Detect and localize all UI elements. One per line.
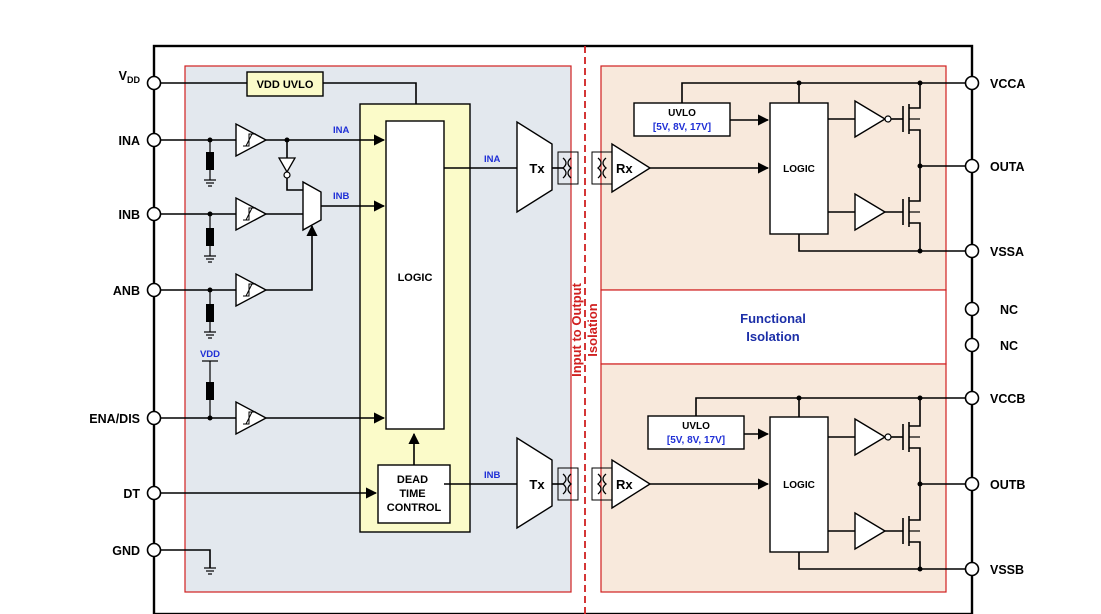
functional-isolation-line1: Functional: [740, 311, 806, 326]
uvlo-b-title: UVLO: [682, 421, 710, 432]
pin-outa: OUTA: [964, 158, 1025, 174]
out-ina-label: INA: [484, 154, 501, 165]
tx-b-label: Tx: [529, 477, 545, 492]
pin-inb: INB: [118, 206, 162, 222]
input-logic-label: LOGIC: [398, 272, 433, 284]
pin-gnd-label: GND: [112, 544, 140, 558]
mosfet-b-high: [902, 398, 921, 484]
ina-signal-label: INA: [333, 125, 350, 136]
svg-text:VDD: VDD: [119, 69, 141, 85]
logic-b-block: [769, 416, 829, 553]
pin-nc-2-label: NC: [1000, 339, 1018, 353]
tx-a-label: Tx: [529, 161, 545, 176]
mosfet-a-low: [902, 166, 921, 251]
ena-schmitt-buffer: [235, 400, 268, 436]
pin-vssa: VSSA: [964, 243, 1024, 259]
functional-isolation-region: [600, 289, 947, 365]
dead-time-line1: DEAD: [397, 474, 428, 486]
uvlo-b-block: [647, 415, 745, 450]
pin-vcca: VCCA: [964, 75, 1025, 91]
pin-vccb: VCCB: [964, 390, 1025, 406]
pin-vssb-label: VSSB: [990, 563, 1024, 577]
pin-dt: DT: [123, 485, 162, 501]
dead-time-control-block: [377, 464, 451, 524]
pin-ena-dis: ENA/DIS: [89, 410, 162, 426]
rx-b-label: Rx: [616, 477, 633, 492]
anb-schmitt-buffer: [235, 272, 268, 308]
pin-nc-1: NC: [964, 301, 1018, 317]
uvlo-a-values: [5V, 8V, 17V]: [653, 122, 711, 133]
svg-text:DEAD TIME CONTROL: DEAD TIME CONTROL: [387, 474, 442, 514]
pin-ina-label: INA: [118, 134, 140, 148]
rx-a-label: Rx: [616, 161, 633, 176]
input-logic-block: [385, 120, 445, 430]
pin-vdd-subscript: DD: [127, 75, 140, 85]
pin-vcca-label: VCCA: [990, 77, 1025, 91]
inb-schmitt-buffer: [235, 196, 268, 232]
uvlo-b-values: [5V, 8V, 17V]: [667, 435, 725, 446]
out-inb-label: INB: [484, 470, 501, 481]
dead-time-line3: CONTROL: [387, 502, 442, 514]
inb-mux: [302, 180, 322, 232]
pin-outb-label: OUTB: [990, 478, 1025, 492]
pin-nc-2: NC: [964, 337, 1018, 353]
tx-a-block: [516, 120, 553, 214]
logic-b-label: LOGIC: [783, 480, 815, 491]
mosfet-a-high: [902, 83, 921, 166]
pin-dt-label: DT: [123, 487, 140, 501]
barrier-label-line1: Input to Output: [569, 282, 584, 377]
pin-outb: OUTB: [964, 476, 1025, 492]
barrier-label-line2: Isolation: [585, 303, 600, 357]
functional-isolation-line2: Isolation: [746, 329, 800, 344]
rx-b-block: [611, 458, 652, 510]
pin-inb-label: INB: [118, 208, 140, 222]
ina-schmitt-buffer: [235, 122, 268, 158]
pin-vssa-label: VSSA: [990, 245, 1024, 259]
pin-vccb-label: VCCB: [990, 392, 1025, 406]
pin-outa-label: OUTA: [990, 160, 1025, 174]
pin-gnd: GND: [112, 542, 162, 558]
pin-ena-dis-label: ENA/DIS: [89, 412, 140, 426]
vdd-uvlo-block: [246, 71, 324, 97]
rx-a-block: [611, 142, 652, 194]
pin-anb-label: ANB: [113, 284, 140, 298]
vdd-uvlo-label: VDD UVLO: [257, 79, 314, 91]
pin-nc-1-label: NC: [1000, 303, 1018, 317]
pin-anb: ANB: [113, 282, 162, 298]
pin-vdd: VDD: [119, 69, 162, 91]
pin-ina: INA: [118, 132, 162, 148]
inb-signal-label: INB: [333, 191, 350, 202]
vdd-rail-label: VDD: [200, 349, 220, 360]
uvlo-a-title: UVLO: [668, 108, 696, 119]
tx-b-block: [516, 436, 553, 530]
logic-a-label: LOGIC: [783, 164, 815, 175]
pin-vssb: VSSB: [964, 561, 1024, 577]
mosfet-b-low: [902, 484, 921, 569]
dead-time-line2: TIME: [399, 488, 425, 500]
pin-vdd-label: V: [119, 69, 128, 83]
